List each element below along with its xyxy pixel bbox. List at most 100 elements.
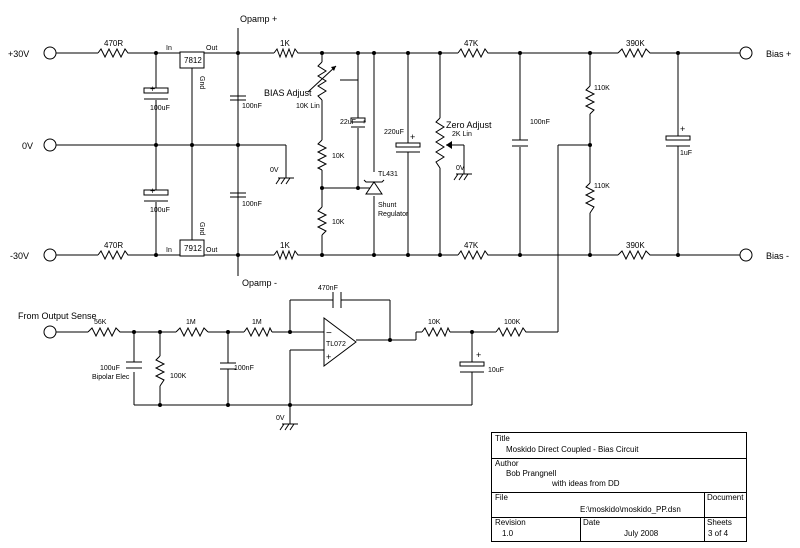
label-100nf-mid: 100nF bbox=[530, 119, 550, 126]
label-1m-b: 1M bbox=[252, 319, 262, 326]
sheets-label: Sheets bbox=[707, 518, 732, 527]
zero-adjust-wiper bbox=[446, 141, 452, 149]
label-22uf-pol: + bbox=[362, 119, 366, 126]
label-10k-out: 10K bbox=[428, 319, 441, 326]
cap-22uf bbox=[350, 117, 366, 123]
date-value: July 2008 bbox=[624, 529, 659, 538]
label-bias-minus: Bias - bbox=[766, 251, 789, 261]
label-gnd-0v-b: 0V bbox=[456, 165, 465, 172]
sheets-cell: Sheets 3 of 4 bbox=[704, 517, 746, 542]
date-label: Date bbox=[583, 518, 600, 527]
label-100uf-bipolar: 100uF bbox=[100, 365, 120, 372]
label-opamp-minus-pin: − bbox=[326, 328, 332, 339]
sheets-value: 3 of 4 bbox=[708, 529, 729, 538]
revision-row: Revision 1.0 Date July 2008 Sheets 3 of … bbox=[492, 517, 746, 542]
label-zero-adjust: Zero Adjust bbox=[446, 120, 492, 130]
label-bias-plus: Bias + bbox=[766, 49, 791, 59]
label-390k-top: 390K bbox=[626, 39, 645, 48]
resistor-10k-b bbox=[316, 206, 328, 236]
regulator-7812 bbox=[179, 51, 205, 69]
label-1m-a: 1M bbox=[186, 319, 196, 326]
label-470nf: 470nF bbox=[318, 285, 338, 292]
tl431-shunt-regulator bbox=[358, 179, 385, 195]
label-10uf: 10uF bbox=[488, 367, 504, 374]
label-output-sense: From Output Sense bbox=[18, 311, 97, 321]
bias-adjust-pot bbox=[317, 61, 327, 101]
cap-10uf bbox=[459, 361, 485, 367]
label-opamp-minus: Opamp - bbox=[242, 278, 277, 288]
cap-100uf-top bbox=[143, 87, 169, 94]
resistor-390k-bot bbox=[617, 249, 652, 261]
revision-cell: Revision 1.0 bbox=[492, 517, 581, 542]
label-110k-bot: 110K bbox=[594, 183, 610, 190]
resistor-1m-b bbox=[243, 326, 273, 338]
label-bias-adjust-val: 10K Lin bbox=[296, 103, 320, 110]
resistor-10k-a bbox=[316, 139, 328, 171]
resistor-10k-out bbox=[421, 326, 451, 338]
resistor-110k-bot bbox=[584, 182, 596, 214]
label-gnd-0v-a: 0V bbox=[270, 167, 279, 174]
label-110k-top: 110K bbox=[594, 85, 610, 92]
label-10k-a: 10K bbox=[332, 153, 345, 160]
label-1k-bot: 1K bbox=[280, 241, 290, 250]
title-label: Title bbox=[495, 434, 510, 443]
label-470r-bot: 470R bbox=[104, 241, 123, 250]
label-regulator: Regulator bbox=[378, 211, 409, 218]
label-bias-adjust: BIAS Adjust bbox=[264, 88, 312, 98]
label-7912-out: Out bbox=[206, 247, 217, 254]
label-7912: 7912 bbox=[184, 244, 202, 253]
zero-adjust-pot bbox=[435, 117, 445, 169]
file-cell: File E:\moskido\moskido_PP.dsn bbox=[492, 492, 705, 517]
label-1k-top: 1K bbox=[280, 39, 290, 48]
author-note: with ideas from DD bbox=[552, 479, 620, 488]
label-opamp-plus-pin: + bbox=[326, 352, 331, 362]
resistor-110k-top bbox=[584, 85, 596, 115]
terminals bbox=[43, 46, 753, 339]
resistors-horizontal bbox=[87, 47, 652, 338]
revision-label: Revision bbox=[495, 518, 526, 527]
ground-symbols bbox=[275, 173, 472, 431]
label-minus30v: -30V bbox=[10, 251, 29, 261]
label-100uf-bot: 100uF bbox=[150, 207, 170, 214]
wires bbox=[56, 28, 740, 424]
file-label: File bbox=[495, 493, 508, 502]
cap-1uf bbox=[665, 135, 691, 141]
label-7812-gnd: Gnd bbox=[198, 76, 205, 89]
resistor-47k-bot bbox=[457, 249, 490, 261]
ground-icon bbox=[275, 177, 294, 185]
label-7812-in: In bbox=[166, 45, 172, 52]
document-cell: Document bbox=[704, 492, 746, 517]
label-470r-top: 470R bbox=[104, 39, 123, 48]
label-7812-out: Out bbox=[206, 45, 217, 52]
file-value: E:\moskido\moskido_PP.dsn bbox=[580, 505, 681, 514]
svg-text:+: + bbox=[680, 124, 685, 134]
label-100nf-filter: 100nF bbox=[234, 365, 254, 372]
label-1uf: 1uF bbox=[680, 150, 692, 157]
label-7812: 7812 bbox=[184, 56, 202, 65]
junction-dots bbox=[132, 51, 680, 407]
revision-value: 1.0 bbox=[502, 529, 514, 538]
label-7912-in: In bbox=[166, 247, 172, 254]
title-value: Moskido Direct Coupled - Bias Circuit bbox=[506, 445, 639, 454]
author-label: Author bbox=[495, 459, 519, 468]
label-100k-shunt: 100K bbox=[170, 373, 187, 380]
label-plus30v: +30V bbox=[8, 49, 29, 59]
svg-text:+: + bbox=[476, 350, 481, 360]
opamp-tl072 bbox=[323, 317, 357, 367]
ground-icon bbox=[279, 423, 298, 431]
resistor-1k-bot bbox=[273, 249, 300, 261]
regulators bbox=[179, 51, 205, 257]
label-47k-bot: 47K bbox=[464, 241, 479, 250]
bias-adjust-arrow bbox=[307, 65, 337, 93]
title-block: Title Moskido Direct Coupled - Bias Circ… bbox=[491, 432, 747, 542]
label-390k-bot: 390K bbox=[626, 241, 645, 250]
svg-text:+: + bbox=[150, 84, 155, 94]
date-cell: Date July 2008 bbox=[580, 517, 705, 542]
terminal-0v bbox=[43, 138, 57, 152]
label-220uf: 220uF bbox=[384, 129, 404, 136]
resistor-470r-top bbox=[97, 47, 130, 59]
label-shunt: Shunt bbox=[378, 202, 396, 209]
capacitors bbox=[126, 87, 691, 373]
label-47k-top: 47K bbox=[464, 39, 479, 48]
